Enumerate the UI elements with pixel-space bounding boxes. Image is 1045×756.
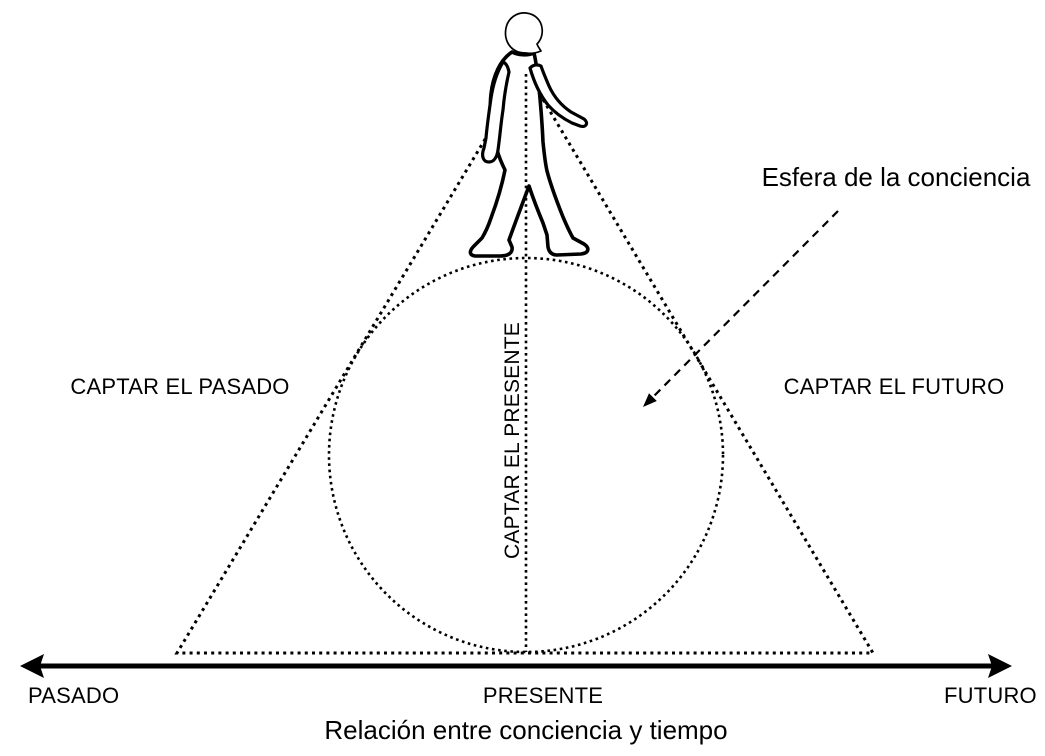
axis-future-label: FUTURO bbox=[944, 683, 1037, 708]
capture-present-label: CAPTAR EL PRESENTE bbox=[501, 322, 524, 559]
time-axis-arrow bbox=[20, 654, 1012, 678]
capture-future-label: CAPTAR EL FUTURO bbox=[783, 374, 1005, 399]
consciousness-sphere-circle bbox=[327, 256, 725, 654]
walking-person-icon bbox=[468, 12, 590, 258]
sphere-pointer-arrow bbox=[643, 210, 839, 407]
right-arrowhead bbox=[988, 654, 1012, 678]
axis-past-label: PASADO bbox=[28, 683, 120, 708]
arrowhead bbox=[643, 393, 657, 407]
axis-present-label: PRESENTE bbox=[482, 683, 604, 708]
sphere-of-consciousness-label: Esfera de la conciencia bbox=[761, 162, 1031, 192]
capture-past-label: CAPTAR EL PASADO bbox=[70, 374, 290, 399]
diagram-caption: Relación entre conciencia y tiempo bbox=[324, 715, 728, 745]
left-arrowhead bbox=[20, 654, 44, 678]
